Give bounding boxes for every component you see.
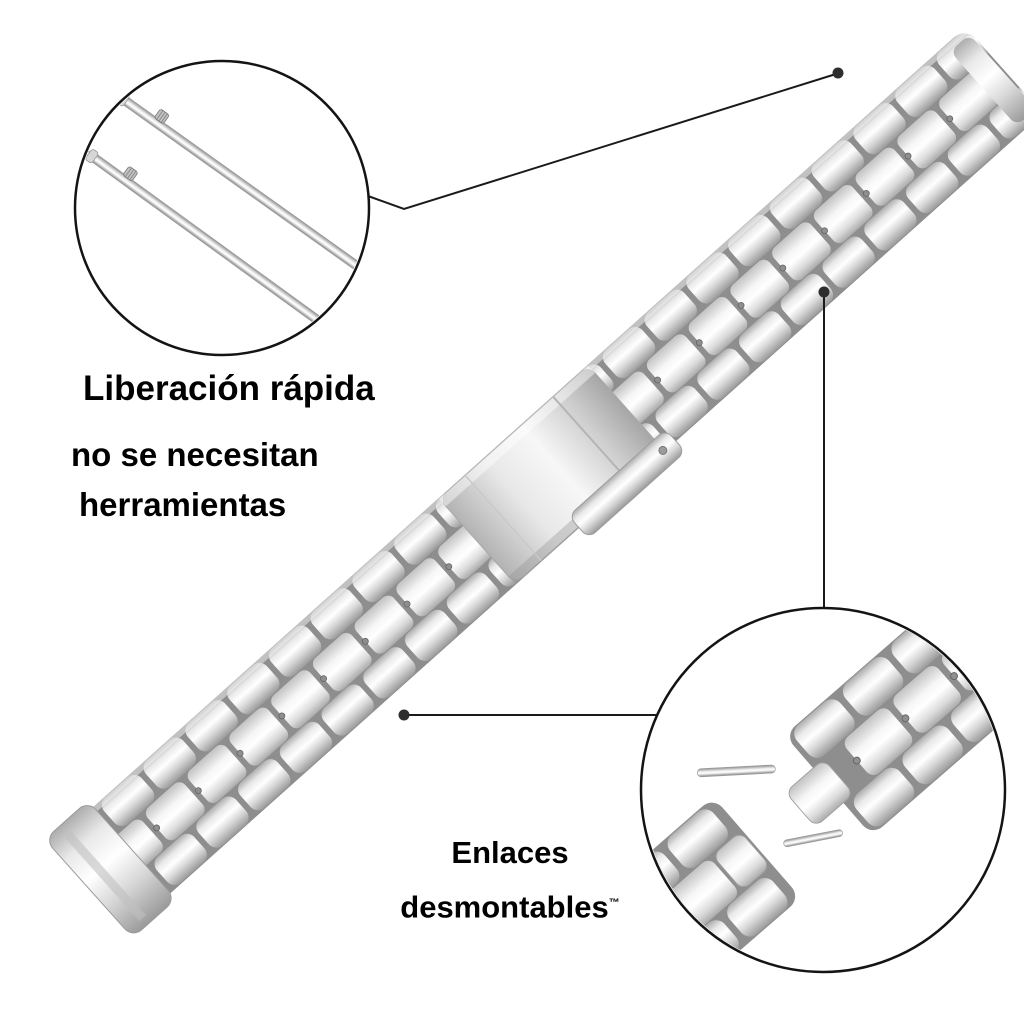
trademark-mark: ™ — [608, 897, 620, 909]
closeup-link-pin-1 — [696, 764, 776, 778]
watch-band — [49, 26, 1024, 934]
quick-release-subtitle-line2: herramientas — [79, 486, 287, 523]
callout-circle-quick-release — [73, 59, 371, 357]
removable-links-label: Enlaces desmontables™ — [372, 828, 648, 932]
removable-links-line1: Enlaces — [451, 835, 569, 870]
band-end-link — [49, 805, 172, 934]
quick-release-subtitle-line1: no se necesitan — [71, 436, 319, 473]
callout-dot-removable-left — [398, 709, 410, 721]
callout-dot-removable-top — [818, 286, 830, 298]
closeup-link-pin-2 — [783, 829, 843, 848]
removable-links-line2: desmontables — [400, 889, 609, 925]
callout-line-quick-release — [367, 73, 837, 211]
deployment-clasp — [439, 365, 683, 584]
quick-release-title: Liberación rápida — [83, 369, 375, 408]
callout-dot-quick-release — [832, 67, 844, 79]
